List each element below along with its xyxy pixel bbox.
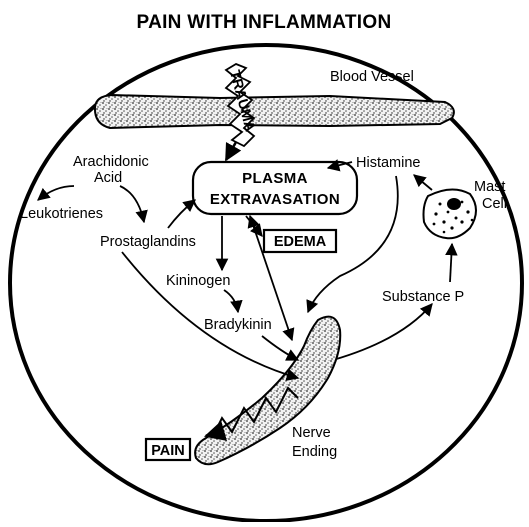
arrow-trauma-plasma: [226, 142, 236, 160]
histamine-label: Histamine: [356, 155, 420, 171]
plasma-label-line1: PLASMA: [242, 170, 308, 187]
plasma-label-line2: EXTRAVASATION: [210, 191, 340, 208]
arrow-nerve-substancep: [326, 304, 432, 362]
diagram-title: PAIN WITH INFLAMMATION: [137, 12, 392, 33]
mast-label-line1: Mast: [474, 179, 505, 195]
arrow-arachidonic-prostaglandins: [120, 186, 144, 222]
leukotrienes-label: Leukotrienes: [20, 206, 103, 222]
mast-cell: [424, 189, 477, 238]
kininogen-label: Kininogen: [166, 273, 231, 289]
arrow-substancep-mast: [450, 244, 452, 282]
substance-p-label: Substance P: [382, 289, 464, 305]
arrow-arachidonic-leukotrienes: [38, 186, 74, 200]
edema-label: EDEMA: [274, 234, 327, 250]
arrow-prostaglandins-nerve: [122, 252, 298, 378]
nerve-ending: [195, 317, 340, 465]
nerve-label-line2: Ending: [292, 444, 337, 460]
arachidonic-label-line2: Acid: [94, 170, 122, 186]
mast-cell-nucleus: [447, 198, 461, 210]
nerve-label-line1: Nerve: [292, 425, 331, 441]
blood-vessel-label: Blood Vessel: [330, 69, 414, 85]
mast-label-line2: Cell: [482, 196, 507, 212]
prostaglandins-label: Prostaglandins: [100, 234, 196, 250]
pain-label: PAIN: [151, 443, 185, 459]
arrow-prostaglandins-plasma: [168, 200, 195, 228]
arrow-mast-histamine: [414, 175, 432, 190]
bradykinin-label: Bradykinin: [204, 317, 272, 333]
arrow-kininogen-bradykinin: [224, 290, 238, 312]
blood-vessel: [95, 95, 454, 128]
arachidonic-label-line1: Arachidonic: [73, 154, 149, 170]
